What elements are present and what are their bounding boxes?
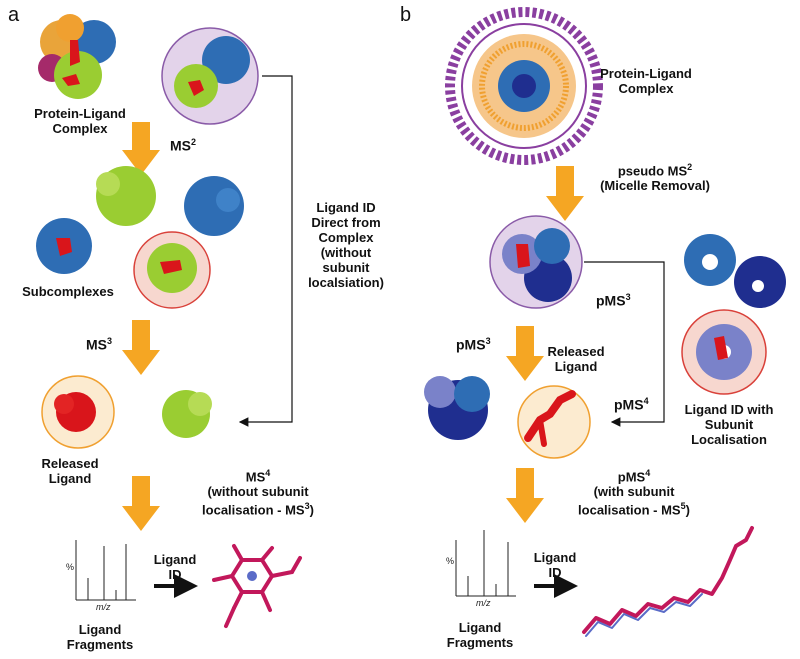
complex-b-remaining — [424, 376, 490, 440]
arrow-pms4-down — [506, 468, 544, 523]
subunit-green-a — [162, 390, 212, 438]
subunit-localisation-label: Ligand ID with Subunit Localisation — [684, 402, 774, 447]
ms3-label: MS3 — [86, 336, 113, 353]
connector-direct — [238, 75, 293, 427]
spectrum-a-percent: % — [66, 562, 75, 572]
subunit-pink-circle — [681, 309, 767, 395]
subunit-ring-navy — [734, 256, 786, 308]
complex-b-circle — [489, 215, 583, 309]
subcomplex-blue-right — [184, 176, 244, 236]
molecule-porphyrin — [212, 544, 302, 628]
pms4-down-label: pMS4 (with subunit localisation - MS5) — [578, 468, 690, 518]
panel-label-a: a — [8, 4, 20, 26]
complex-a-top — [38, 14, 116, 99]
pms4-right-label: pMS4 — [614, 396, 649, 413]
subcomplex-blue-left — [36, 218, 92, 274]
panel-label-b: b — [400, 4, 412, 26]
subunit-ring-blue — [684, 234, 736, 286]
arrow-pseudo-ms2 — [546, 166, 584, 221]
subcomplex-pink-circle — [133, 231, 211, 309]
ms2-label: MS2 — [170, 137, 197, 154]
subcomplex-green — [96, 166, 156, 226]
subcomplexes-label: Subcomplexes — [22, 284, 114, 299]
molecule-lipid-chain-shadow — [585, 593, 703, 637]
pms3-left-label: pMS3 — [456, 336, 491, 353]
ms4-label: MS4 (without subunit localisation - MS3) — [202, 468, 314, 518]
released-ligand-a — [41, 375, 115, 449]
released-ligand-b — [517, 385, 591, 459]
direct-ligand-id-label: Ligand ID Direct from Complex (without s… — [308, 200, 384, 290]
micelle-complex — [445, 7, 603, 165]
arrow-ms3 — [122, 320, 160, 375]
spectrum-a-mz: m/z — [96, 602, 111, 612]
pms3-right-label: pMS3 — [596, 292, 631, 309]
connector-pms3-right — [584, 261, 665, 427]
arrow-pms3-left — [506, 326, 544, 381]
arrow-ms2 — [122, 122, 160, 175]
molecule-lipid-chain — [582, 526, 754, 634]
spectrum-b-mz: m/z — [476, 598, 491, 608]
spectrum-b — [455, 530, 516, 597]
complex-a-circle — [161, 27, 259, 125]
spectrum-a — [75, 540, 136, 601]
arrow-ms4 — [122, 476, 160, 531]
pseudo-ms2-label: pseudo MS2 (Micelle Removal) — [600, 162, 710, 194]
spectrum-b-percent: % — [446, 556, 455, 566]
